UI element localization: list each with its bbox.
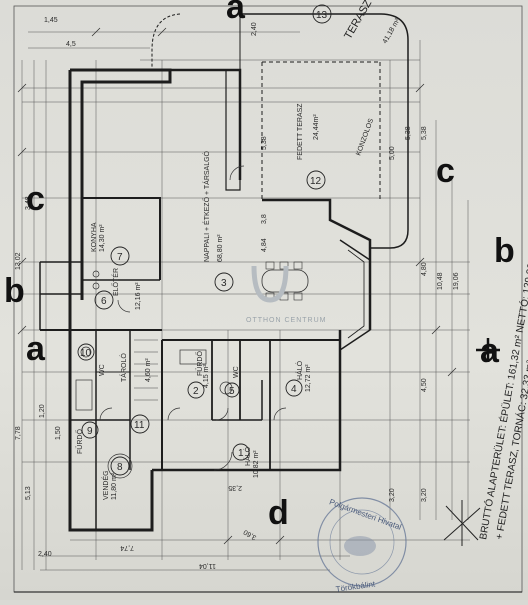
dim-left-3: 13,02 (15, 252, 22, 270)
room-area-11: 4,60 m² (145, 358, 152, 382)
dim-bottom-1: 7,74 (120, 544, 134, 551)
room-number-6: 6 (101, 296, 107, 307)
dim-right-7: 3,20 (421, 488, 428, 502)
section-markers: a a a b b c c d (4, 0, 515, 532)
room-number-3: 3 (221, 278, 227, 289)
room-number-10: 10 (80, 348, 92, 359)
room-label-9: FÜRDŐ (75, 429, 84, 454)
dim-right-5: 19,06 (453, 272, 460, 290)
room-number-9: 9 (87, 426, 93, 437)
dimension-ticks (17, 27, 457, 545)
official-stamp: Polgármesteri Hivatal Törökbálint (317, 497, 407, 594)
dim-top-2: 4,5 (66, 41, 76, 48)
dim-mid-3: 4,84 (261, 238, 268, 252)
section-b-right: b (494, 232, 515, 270)
area-notes: BRUTTÓ ALAPTERÜLET: ÉPÜLET: 161,32 m² NE… (476, 248, 528, 541)
dim-mid-2: 3,8 (261, 214, 268, 224)
dim-left-5: 5,13 (25, 486, 32, 500)
dim-right-6: 4,50 (421, 378, 428, 392)
room-label-8: VENDÉG (101, 470, 110, 500)
dimension-lines (21, 31, 470, 571)
section-d-bottom: d (268, 494, 289, 532)
dim-right-8: 3,20 (389, 488, 396, 502)
dim-left-2: 3,48 (25, 196, 32, 210)
room-number-5: 5 (229, 386, 235, 397)
dim-left-6: 1,20 (39, 404, 46, 418)
fixtures (75, 270, 233, 479)
console-label: KONZOLOS (355, 117, 375, 156)
dim-left-7: 1,50 (55, 426, 62, 440)
dim-bottom-5: 2,40 (38, 551, 52, 558)
room-label-10: WC (99, 364, 106, 376)
section-a-top: a (226, 0, 246, 26)
room-number-8: 8 (117, 462, 123, 473)
room-area-2: 4,15 m² (203, 364, 210, 388)
dim-right-4: 10,48 (437, 272, 444, 290)
section-c-right: c (436, 152, 455, 190)
walls (39, 13, 409, 532)
room-label-2: FÜRDŐ (195, 351, 204, 376)
section-b-left: b (4, 272, 25, 310)
terrace-area: 41,18 m² (382, 17, 402, 45)
room-label-living: NAPPALI + ÉTKEZŐ + TÁRSALGÓ (202, 150, 211, 262)
watermark: OTTHON CENTRUM (246, 265, 327, 324)
room-label-4: HÁLÓ (295, 360, 304, 380)
dim-left-4: 7,78 (15, 426, 22, 440)
room-area-4: 12,72 m² (305, 364, 312, 392)
room-number-2: 2 (193, 386, 199, 397)
room-labels: NAPPALI + ÉTKEZŐ + TÁRSALGÓ 68,80 m² HÁL… (75, 0, 402, 500)
door-swings (99, 165, 287, 471)
dim-right-2: 5,38 (405, 126, 412, 140)
dim-mid-5: 5,00 (389, 146, 396, 160)
room-area-1: 10,82 m² (253, 450, 260, 478)
dim-right-3: 4,80 (421, 262, 428, 276)
room-area-8: 11,80 m² (111, 472, 118, 500)
stair-hatch (134, 339, 158, 401)
dim-bottom-3: 3,60 (243, 528, 258, 541)
covered-terrace-label: FEDETT TERASZ (297, 103, 304, 160)
room-area-living: 68,80 m² (217, 234, 224, 262)
room-label-6: ELŐTÉR (111, 268, 120, 296)
watermark-text: OTTHON CENTRUM (246, 317, 327, 324)
dim-mid-4: 5,38 (261, 136, 268, 150)
room-label-11: TÁROLÓ (119, 353, 128, 382)
room-number-13: 13 (316, 10, 328, 21)
dim-bottom-4: 2,35 (228, 484, 242, 491)
watermark-logo-icon (251, 265, 289, 303)
dim-top-1: 1,45 (44, 17, 58, 24)
room-number-4: 4 (291, 384, 297, 395)
room-markers: 1 2 3 4 5 6 7 8 9 10 11 12 13 (77, 4, 332, 476)
room-number-1: 1 (238, 448, 244, 459)
room-area-6: 12,16 m² (135, 282, 142, 310)
section-c-left: c (26, 180, 45, 218)
room-number-7: 7 (117, 252, 123, 263)
room-area-7: 14,30 m² (99, 224, 106, 252)
room-label-5: WC (233, 366, 240, 378)
section-a-left: a (26, 330, 46, 368)
north-arrow-icon (443, 500, 481, 546)
dimension-values: 1,45 4,5 3,48 13,02 7,78 5,13 1,20 1,50 … (15, 17, 460, 569)
dim-bottom-2: 11,04 (199, 562, 216, 569)
room-label-1: HÁLÓ (243, 446, 252, 466)
dim-right-1: 5,38 (421, 126, 428, 140)
room-number-11: 11 (134, 420, 145, 431)
dim-mid-1: 2,40 (251, 22, 258, 36)
covered-terrace-area: 24,44m² (313, 114, 320, 140)
room-label-7: KONYHA (91, 222, 98, 252)
room-number-12: 12 (310, 176, 322, 187)
